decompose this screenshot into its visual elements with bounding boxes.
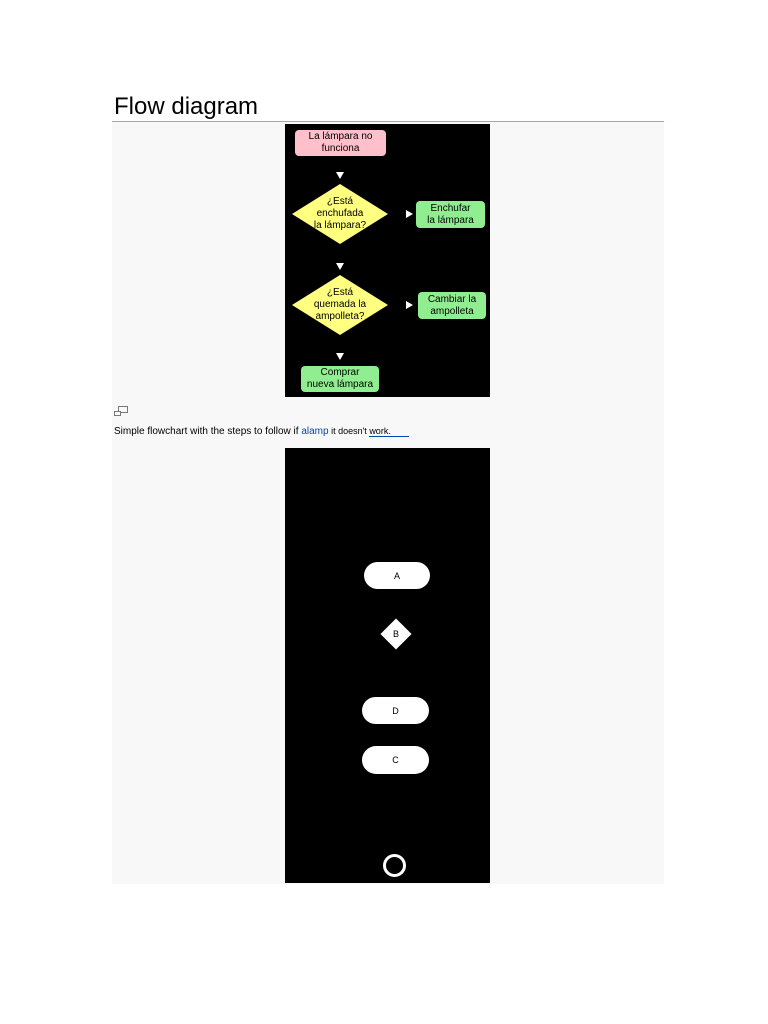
node-d: D xyxy=(362,697,429,724)
end-line1: Comprar xyxy=(320,367,360,378)
end-node-buy-lamp: Comprar nueva lámpara xyxy=(301,366,379,392)
decision1-line3: la lámpara? xyxy=(313,220,367,231)
node-c-label: C xyxy=(392,755,399,765)
arrow-decision2-to-action2 xyxy=(406,301,413,309)
node-c: C xyxy=(362,746,429,774)
action-node-replace-bulb: Cambiar la ampolleta xyxy=(418,292,486,319)
decision-diamond-shape xyxy=(292,184,388,244)
magnify-icon[interactable] xyxy=(114,406,128,416)
decision2-line3: ampolleta? xyxy=(315,311,365,322)
action2-line2: ampolleta xyxy=(430,305,474,317)
node-a-label: A xyxy=(393,570,400,581)
section-heading: Flow diagram xyxy=(114,93,259,120)
action1-line2: la lámpara xyxy=(427,214,474,226)
caption-prefix: Simple flowchart with the steps to follo… xyxy=(114,426,302,437)
decision1-line2: enchufada xyxy=(316,208,364,219)
decision2-line2: quemada la xyxy=(313,299,367,310)
start-node: La lámpara no funciona xyxy=(295,130,386,156)
end-circle-node xyxy=(383,854,406,877)
decision-node-plugged: ¿Está enchufada la lámpara? xyxy=(292,184,388,244)
caption-link-lamp[interactable]: lamp xyxy=(306,426,329,437)
decision-diamond-shape xyxy=(292,275,388,335)
decision2-line1: ¿Está xyxy=(326,287,354,298)
decision-node-burnt: ¿Está quemada la ampolleta? xyxy=(292,275,388,335)
arrow-decision1-to-decision2 xyxy=(336,263,344,270)
caption-link-a[interactable]: a xyxy=(301,426,307,437)
action1-line1: Enchufar xyxy=(430,202,471,214)
action-node-plug-in: Enchufar la lámpara xyxy=(416,201,485,228)
heading-divider xyxy=(112,121,664,122)
flowchart-canvas[interactable]: La lámpara no funciona ¿Está enchufada l… xyxy=(285,124,490,397)
node-d-label: D xyxy=(392,705,399,716)
caption-suffix: it doesn't xyxy=(328,426,370,436)
arrow-start-to-decision1 xyxy=(336,172,344,179)
figure-caption: Simple flowchart with the steps to follo… xyxy=(114,425,409,438)
arrow-decision2-to-end xyxy=(336,353,344,360)
decision1-line1: ¿Está xyxy=(326,196,354,207)
caption-link-work[interactable]: work. xyxy=(369,426,409,437)
action2-line1: Cambiar la xyxy=(427,293,477,305)
end-line2: nueva lámpara xyxy=(306,379,374,390)
start-node-label: La lámpara no funciona xyxy=(308,131,373,154)
diagram-canvas[interactable]: A B D C xyxy=(285,448,490,883)
node-b-label: B xyxy=(392,629,399,639)
node-a: A xyxy=(364,562,430,589)
arrow-decision1-to-action1 xyxy=(406,210,413,218)
